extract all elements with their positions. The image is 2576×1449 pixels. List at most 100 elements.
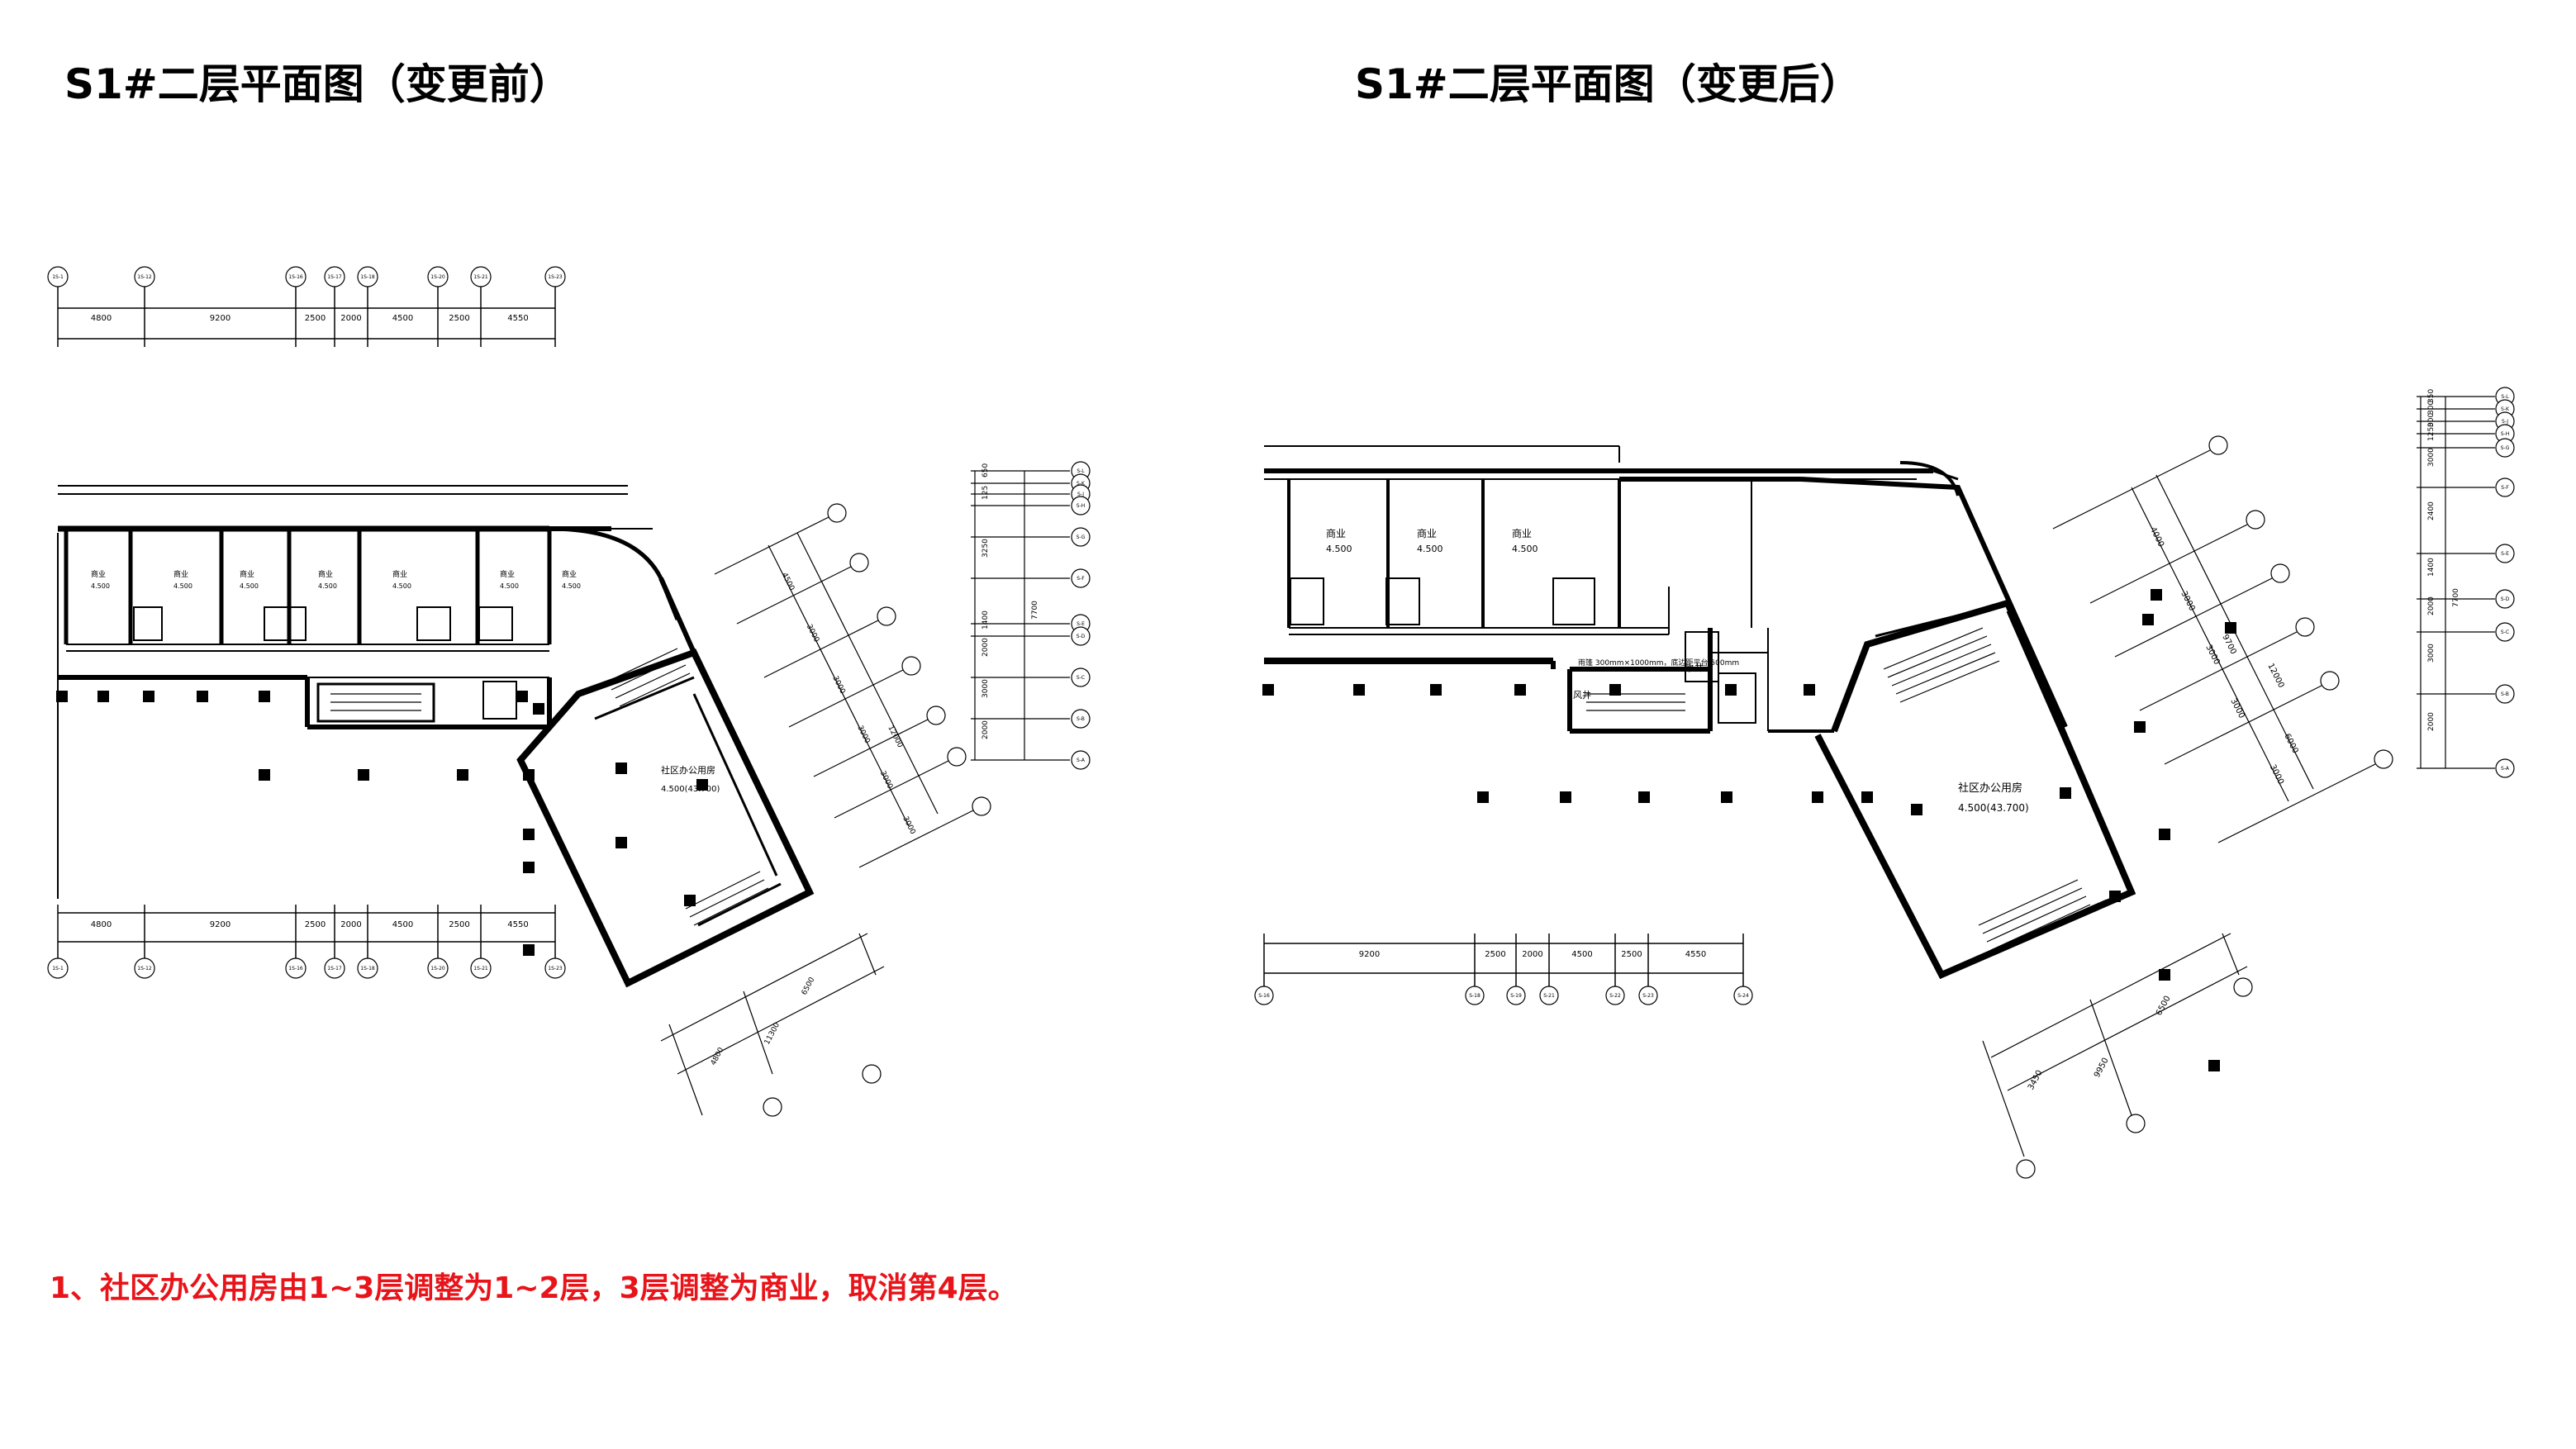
- dimension-label: 2500: [1621, 950, 1642, 959]
- axis-circle: [862, 1064, 882, 1084]
- restroom-fixtures: [1290, 577, 1756, 724]
- axis-circle: [324, 957, 345, 979]
- axis-label: 1S-12: [137, 274, 152, 280]
- shop-level: 4.500: [392, 582, 411, 590]
- shop-level: 4.500: [1512, 544, 1538, 554]
- shop-level: 4.500: [173, 582, 192, 590]
- dimension-label: 3000: [2268, 763, 2285, 786]
- shop-label: 商业: [91, 569, 106, 579]
- axis-circle: [926, 705, 946, 725]
- bottom-axis-marker: 1S-1: [47, 957, 69, 979]
- column: [2060, 787, 2071, 799]
- dimension-label: 4800: [91, 314, 112, 323]
- axis-label: S-B: [2501, 691, 2509, 697]
- dimension-label: 4500: [780, 572, 796, 592]
- diagonal-axis-marker: [827, 503, 847, 523]
- column: [615, 837, 627, 848]
- dimension-label: 2500: [449, 314, 469, 323]
- axis-circle: [2126, 1114, 2146, 1133]
- wind-shaft-label: 风井: [1573, 689, 1591, 701]
- column: [1560, 791, 1571, 803]
- axis-label: 1S-18: [360, 966, 375, 972]
- axis-label: S-L: [1077, 468, 1085, 474]
- axis-circle: [2495, 684, 2515, 704]
- dimension-tick: [714, 515, 831, 575]
- dimension-tick: [2217, 763, 2376, 843]
- column: [523, 829, 535, 840]
- right-axis-marker: S-C: [1071, 667, 1091, 687]
- dimension-tick: [858, 809, 976, 868]
- column: [56, 691, 68, 702]
- axis-label: S-18: [1469, 993, 1480, 999]
- dimension-label: 3000: [2427, 448, 2436, 467]
- axis-label: S-D: [2501, 596, 2510, 602]
- dimension-label: 4000: [2148, 525, 2165, 549]
- axis-circle: [470, 957, 492, 979]
- column: [2159, 969, 2170, 981]
- shop-room-labels: 商业4.500商业4.500商业4.500商业4.500商业4.500商业4.5…: [91, 569, 581, 590]
- shop-level: 4.500: [318, 582, 337, 590]
- bottom-axis-marker: S-24: [1733, 986, 1753, 1005]
- shop-label: 商业: [173, 569, 188, 579]
- axis-label: 1S-23: [548, 966, 563, 972]
- dimension-tick: [2164, 685, 2322, 765]
- axis-label: S-21: [1543, 993, 1555, 999]
- office-room-level: 4.500(43.700): [1958, 802, 2029, 814]
- axis-label: S-C: [2501, 629, 2509, 635]
- axis-circle: [2495, 758, 2515, 778]
- bottom-axis-marker: S-19: [1506, 986, 1526, 1005]
- column: [1430, 684, 1442, 696]
- axis-circle: [285, 266, 307, 287]
- dimension-label: 3250: [981, 539, 990, 558]
- shop-level: 4.500: [562, 582, 581, 590]
- top-axis-marker: 1S-21: [470, 266, 492, 287]
- shop-level: 4.500: [91, 582, 110, 590]
- axis-label: 1S-21: [473, 966, 488, 972]
- axis-label: 1S-1: [52, 966, 64, 972]
- axis-circle: [2495, 438, 2515, 458]
- axis-label: S-19: [1510, 993, 1522, 999]
- right-axis-marker: S-E: [2495, 544, 2515, 563]
- axis-circle: [2295, 617, 2315, 637]
- column: [2159, 829, 2170, 840]
- dimension-label: 3450: [2027, 1069, 2045, 1092]
- axis-circle: [134, 957, 155, 979]
- column: [696, 779, 708, 791]
- axis-circle: [901, 656, 921, 676]
- right-axis-marker: S-D: [2495, 589, 2515, 609]
- shop-level: 4.500: [1326, 544, 1352, 554]
- dimension-label: 4500: [392, 314, 413, 323]
- bottom-axis-marker: S-23: [1638, 986, 1658, 1005]
- dimension-label: 6500: [2155, 995, 2173, 1018]
- dimension-label: 1250: [2427, 422, 2436, 441]
- diagonal-dimension-chain: [2052, 449, 2376, 843]
- axis-circle: [1506, 986, 1526, 1005]
- shop-corridor-walls: [57, 485, 815, 988]
- axis-circle: [2374, 749, 2393, 769]
- axis-label: 1S-20: [430, 966, 445, 972]
- diagonal-axis-marker: [2246, 510, 2265, 530]
- column: [523, 769, 535, 781]
- bottom-axis-marker: 1S-21: [470, 957, 492, 979]
- dimension-label: 2000: [981, 638, 990, 657]
- dimension-tick: [2089, 524, 2248, 604]
- top-axis-marker: 1S-17: [324, 266, 345, 287]
- dimension-label: 650: [981, 463, 990, 477]
- dimension-tick: [2139, 631, 2298, 711]
- dimension-label: 3000: [981, 679, 990, 698]
- axis-circle: [1254, 986, 1274, 1005]
- bottom-axis-marker: S-16: [1254, 986, 1274, 1005]
- right-axis-marker: S-B: [2495, 684, 2515, 704]
- column: [1609, 684, 1621, 696]
- axis-circle: [1071, 626, 1091, 646]
- top-axis-marker: 1S-20: [427, 266, 449, 287]
- dimension-tick: [2052, 449, 2211, 530]
- axis-label: 1S-16: [288, 966, 303, 972]
- restroom-fixtures: [133, 606, 517, 720]
- dimension-total-label: 11300: [763, 1021, 782, 1046]
- dimension-label: 300: [2427, 413, 2436, 427]
